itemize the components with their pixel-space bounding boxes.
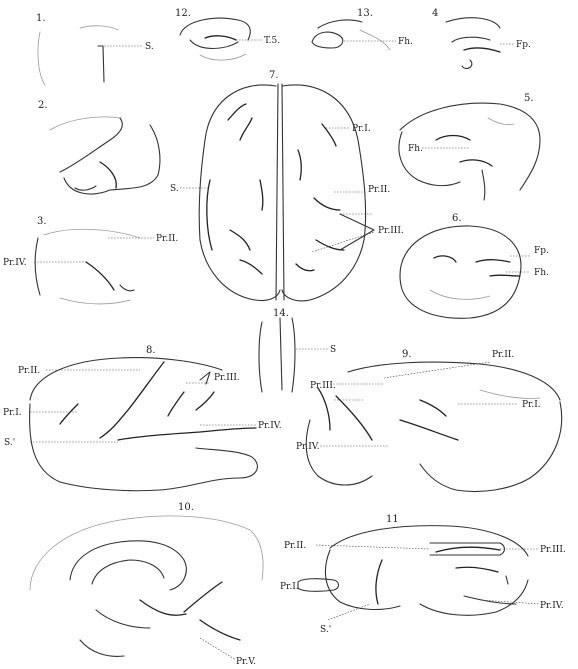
label-f11-pr4: Pr.IV. xyxy=(540,601,564,611)
label-f13-fh: Fh. xyxy=(398,37,413,47)
figure-5-brain: Fh. xyxy=(399,103,540,200)
label-f6-fh: Fh. xyxy=(534,268,549,278)
label-f8-pr2: Pr.II. xyxy=(18,366,40,376)
label-f1-s: S. xyxy=(145,42,154,52)
figure-11-brain: Pr.II. Pr.III. Pr.I. Pr.IV. S.' xyxy=(280,526,566,635)
figure-1-brain: S. xyxy=(38,26,154,85)
label-f9-pr1: Pr.I. xyxy=(522,400,541,410)
label-f8-s: S.' xyxy=(4,438,15,448)
fig-number-14: 14. xyxy=(273,308,289,319)
fig-number-10: 10. xyxy=(178,502,194,513)
figure-8-brain: Pr.II. Pr.III. Pr.I. S.' Pr.IV. xyxy=(3,358,282,491)
label-f11-pr2: Pr.II. xyxy=(284,541,306,551)
label-f7-pr1: Pr.I. xyxy=(352,124,371,134)
label-f9-pr3: Pr.III. xyxy=(310,381,336,391)
fig-number-12: 12. xyxy=(175,8,191,19)
label-f9-pr2: Pr.II. xyxy=(492,350,514,360)
label-f12-t5: T.5. xyxy=(264,36,280,46)
label-f14-s: S xyxy=(330,345,336,355)
fig-number-2: 2. xyxy=(38,100,48,111)
fig-number-13: 13. xyxy=(357,8,373,19)
label-f3-pr2: Pr.II. xyxy=(156,234,178,244)
fig-number-5: 5. xyxy=(524,93,534,104)
label-f7-pr2: Pr.II. xyxy=(368,185,390,195)
label-f4-fp: Fp. xyxy=(516,40,531,50)
label-f3-pr4: Pr.IV. xyxy=(3,258,27,268)
figure-6-brain: Fp. Fh. xyxy=(400,226,549,318)
figure-7-brain-dorsal: Pr.I. S. Pr.II. Pr.III. xyxy=(170,84,404,301)
figure-2-brain xyxy=(50,117,160,194)
fig-number-6: 6. xyxy=(452,213,462,224)
fig-number-4: 4 xyxy=(432,8,438,19)
label-f11-pr1: Pr.I. xyxy=(280,582,299,592)
fig-number-9: 9. xyxy=(402,349,412,360)
fig-number-1: 1. xyxy=(36,13,46,24)
figure-10-brain-medial: Pr.V. xyxy=(30,516,263,667)
label-f8-pr3: Pr.III. xyxy=(214,373,240,383)
label-f8-pr4: Pr.IV. xyxy=(258,421,282,431)
label-f5-fh: Fh. xyxy=(408,144,423,154)
figure-12-brain: T.5. xyxy=(180,18,280,60)
label-f11-s: S.' xyxy=(320,625,331,635)
label-f8-pr1: Pr.I. xyxy=(3,408,22,418)
label-f11-pr3: Pr.III. xyxy=(540,545,566,555)
figure-9-brain: Pr.II. Pr.III. Pr.IV. Pr.I. xyxy=(296,350,562,492)
figure-4-brain: Fp. xyxy=(446,18,531,69)
label-f7-s: S. xyxy=(170,184,179,194)
figure-3-brain: Pr.II. Pr.IV. xyxy=(3,229,178,304)
fig-number-8: 8. xyxy=(146,345,156,356)
label-f7-pr3: Pr.III. xyxy=(378,226,404,236)
label-f6-fp: Fp. xyxy=(534,246,549,256)
figure-13-brain: Fh. xyxy=(312,20,413,50)
fig-number-11: 11 xyxy=(386,514,399,525)
fig-number-3: 3. xyxy=(37,216,47,227)
label-f10-pr5: Pr.V. xyxy=(236,657,256,667)
fig-number-7: 7. xyxy=(269,70,279,81)
label-f9-pr4: Pr.IV. xyxy=(296,442,320,452)
